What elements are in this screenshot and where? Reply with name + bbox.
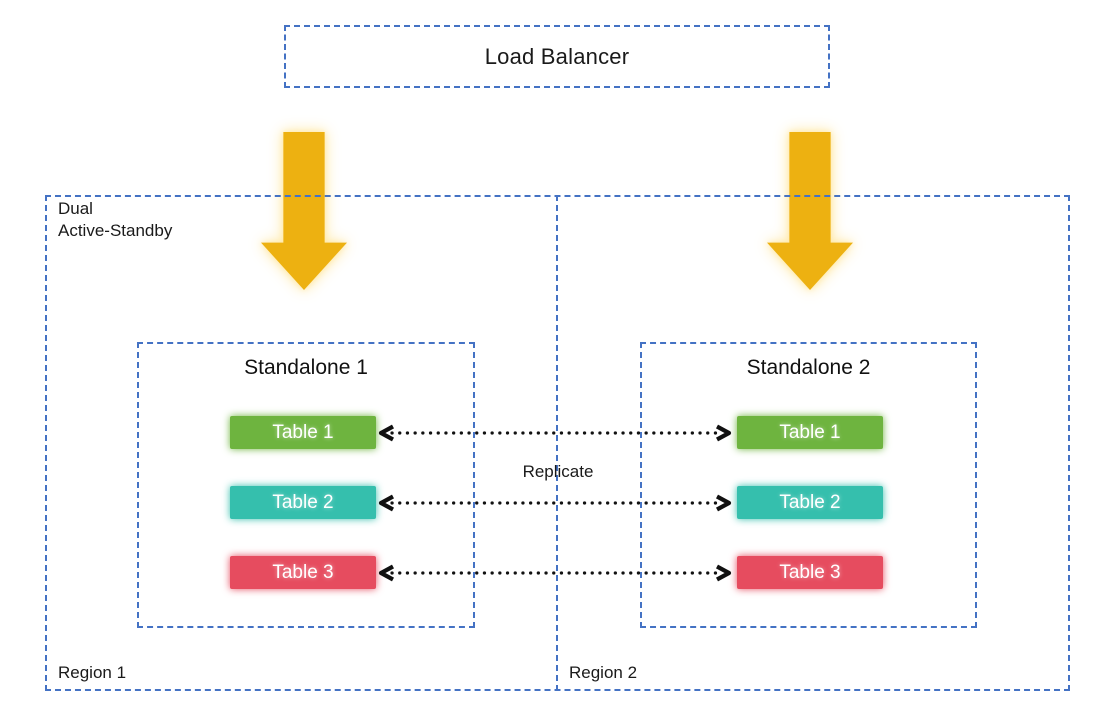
- region-2-label: Region 2: [569, 663, 638, 682]
- region-divider: [556, 195, 558, 691]
- table-chip: Table 3: [737, 556, 883, 589]
- standalone-2-box: Standalone 2: [640, 342, 977, 628]
- replicate-arrow-icon: [378, 494, 732, 512]
- table-label: Table 3: [779, 561, 841, 583]
- standalone-1-title: Standalone 1: [244, 356, 368, 379]
- replicate-arrow-icon: [378, 564, 732, 582]
- standalone-1-box: Standalone 1: [137, 342, 475, 628]
- table-label: Table 2: [779, 491, 841, 513]
- load-balancer-box: Load Balancer: [284, 25, 830, 88]
- down-arrow-icon: [767, 132, 853, 290]
- table-chip: Table 1: [230, 416, 376, 449]
- replicate-arrow-icon: [378, 424, 732, 442]
- table-label: Table 1: [779, 421, 841, 443]
- standalone-2-title: Standalone 2: [746, 356, 871, 379]
- replicate-label: Replicate: [522, 462, 594, 481]
- table-label: Table 1: [272, 421, 334, 443]
- down-arrow-icon: [261, 132, 347, 290]
- table-chip: Table 3: [230, 556, 376, 589]
- table-chip: Table 1: [737, 416, 883, 449]
- table-label: Table 2: [272, 491, 334, 513]
- load-balancer-label: Load Balancer: [484, 43, 630, 69]
- dual-active-standby-label: Dual Active-Standby: [58, 199, 173, 241]
- table-chip: Table 2: [230, 486, 376, 519]
- table-label: Table 3: [272, 561, 334, 583]
- table-chip: Table 2: [737, 486, 883, 519]
- region-1-label: Region 1: [58, 663, 127, 682]
